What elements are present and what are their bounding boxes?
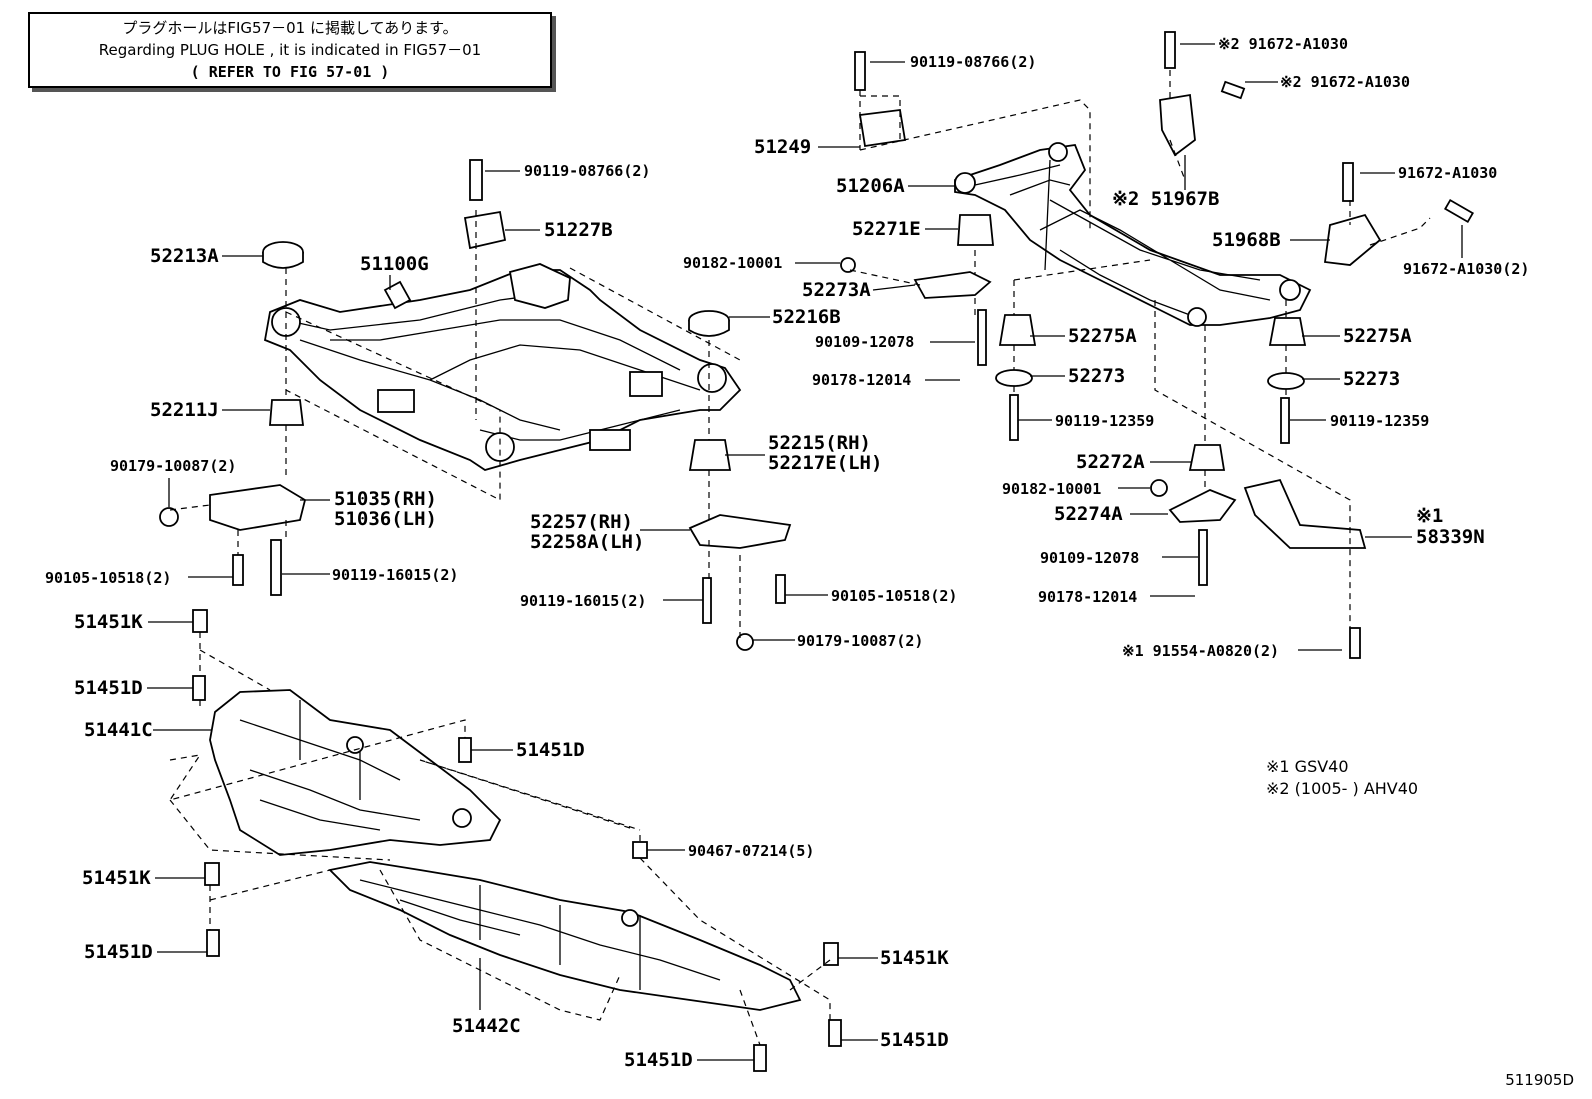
label-52274a[interactable]: 52274A xyxy=(1054,503,1123,525)
label-51967b[interactable]: ※2 51967B xyxy=(1112,188,1220,210)
label-90119-12359-left[interactable]: 90119-12359 xyxy=(1055,412,1155,430)
label-51206a[interactable]: 51206A xyxy=(836,175,905,197)
label-52275a-left[interactable]: 52275A xyxy=(1068,325,1137,347)
note-english-text: Regarding PLUG HOLE , it is indicated in… xyxy=(98,41,482,59)
label-52215-rh[interactable]: 52215(RH) xyxy=(768,432,871,454)
label-58339n[interactable]: 58339N xyxy=(1416,526,1485,548)
label-90109-12078-lower[interactable]: 90109-12078 xyxy=(1040,549,1140,567)
label-90119-16015-left[interactable]: 90119-16015(2) xyxy=(332,566,459,584)
label-51451d-a[interactable]: 51451D xyxy=(74,677,143,699)
label-90119-08766-mid[interactable]: 90119-08766(2) xyxy=(524,162,651,180)
label-90119-16015-right[interactable]: 90119-16015(2) xyxy=(520,592,647,610)
legend-ahv40: ※2 (1005- ) AHV40 xyxy=(1266,779,1419,798)
label-52273a[interactable]: 52273A xyxy=(802,279,871,301)
label-91554-a0820[interactable]: ※1 91554-A0820(2) xyxy=(1122,642,1280,660)
label-51451k-right[interactable]: 51451K xyxy=(880,947,949,969)
label-51036-lh[interactable]: 51036(LH) xyxy=(334,508,437,530)
label-52271e[interactable]: 52271E xyxy=(852,218,921,240)
label-51451d-b[interactable]: 51451D xyxy=(516,739,585,761)
reference-note-box: プラグホールはFIG57－01 に掲載してあります。 Regarding PLU… xyxy=(28,12,552,88)
label-51451d-c[interactable]: 51451D xyxy=(84,941,153,963)
label-91672-a1030-x2[interactable]: 91672-A1030(2) xyxy=(1403,260,1530,278)
label-51968b[interactable]: 51968B xyxy=(1212,229,1281,251)
label-52216b[interactable]: 52216B xyxy=(772,306,841,328)
label-90105-10518-left[interactable]: 90105-10518(2) xyxy=(45,569,172,587)
label-51035-rh[interactable]: 51035(RH) xyxy=(334,488,437,510)
rear-crossmember-drawing xyxy=(954,142,1312,327)
label-90182-10001-lower[interactable]: 90182-10001 xyxy=(1002,480,1102,498)
label-90179-10087-right[interactable]: 90179-10087(2) xyxy=(797,632,924,650)
label-52275a-right[interactable]: 52275A xyxy=(1343,325,1412,347)
label-90467-07214[interactable]: 90467-07214(5) xyxy=(688,842,815,860)
note-refer-text: ( REFER TO FIG 57-01 ) xyxy=(190,63,390,81)
label-52217e-lh[interactable]: 52217E(LH) xyxy=(768,452,883,474)
label-91672-a1030-top[interactable]: ※2 91672-A1030 xyxy=(1218,35,1348,53)
label-51451k-top[interactable]: 51451K xyxy=(74,611,143,633)
figure-id: 511905D xyxy=(1505,1071,1574,1089)
under-cover-51442C-drawing xyxy=(328,861,802,1011)
label-52213a[interactable]: 52213A xyxy=(150,245,219,267)
assembly-dashed-lines xyxy=(168,70,1431,1046)
label-51227b[interactable]: 51227B xyxy=(544,219,613,241)
label-52258a-lh[interactable]: 52258A(LH) xyxy=(530,531,645,553)
legend-gsv40: ※1 GSV40 xyxy=(1266,757,1349,776)
label-90109-12078-upper[interactable]: 90109-12078 xyxy=(815,333,915,351)
label-51451k-mid[interactable]: 51451K xyxy=(82,867,151,889)
label-51100g[interactable]: 51100G xyxy=(360,253,429,275)
label-52273-left[interactable]: 52273 xyxy=(1068,365,1126,387)
label-90105-10518-right[interactable]: 90105-10518(2) xyxy=(831,587,958,605)
label-90119-08766-top[interactable]: 90119-08766(2) xyxy=(910,53,1037,71)
label-90179-10087-left[interactable]: 90179-10087(2) xyxy=(110,457,237,475)
label-51442c[interactable]: 51442C xyxy=(452,1015,521,1037)
label-52272a[interactable]: 52272A xyxy=(1076,451,1145,473)
label-51451d-d[interactable]: 51451D xyxy=(624,1049,693,1071)
leader-lines xyxy=(147,43,1463,1061)
label-90178-12014-lower[interactable]: 90178-12014 xyxy=(1038,588,1138,606)
label-51441c[interactable]: 51441C xyxy=(84,719,153,741)
note-japanese-text: プラグホールはFIG57－01 に掲載してあります。 xyxy=(122,19,458,37)
label-51249[interactable]: 51249 xyxy=(754,136,812,158)
under-cover-51441C-drawing xyxy=(209,689,502,856)
small-parts-drawing xyxy=(159,31,1474,1072)
front-crossmember-drawing xyxy=(263,263,742,471)
label-52273-right[interactable]: 52273 xyxy=(1343,368,1401,390)
label-58339n-mark[interactable]: ※1 xyxy=(1416,505,1444,527)
label-90119-12359-right[interactable]: 90119-12359 xyxy=(1330,412,1430,430)
label-52257-rh[interactable]: 52257(RH) xyxy=(530,511,633,533)
label-91672-a1030-right[interactable]: 91672-A1030 xyxy=(1398,164,1498,182)
label-90182-10001-upper[interactable]: 90182-10001 xyxy=(683,254,783,272)
label-91672-a1030-second[interactable]: ※2 91672-A1030 xyxy=(1280,73,1410,91)
label-51451d-e[interactable]: 51451D xyxy=(880,1029,949,1051)
label-52211j[interactable]: 52211J xyxy=(150,399,219,421)
label-90178-12014-upper[interactable]: 90178-12014 xyxy=(812,371,912,389)
